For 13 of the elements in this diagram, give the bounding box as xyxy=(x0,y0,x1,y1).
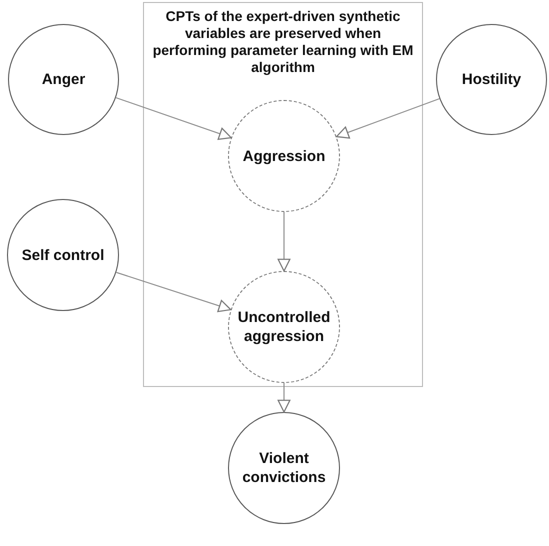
node-label: Aggression xyxy=(242,146,326,166)
group-heading: CPTs of the expert-driven synthetic variables are preserved when performing parameter learning with EM algorithm xyxy=(152,8,414,76)
node-label: Uncontrolled aggression xyxy=(236,308,332,346)
node-label: Anger xyxy=(42,70,86,89)
arrow xyxy=(336,98,440,139)
arrow xyxy=(278,382,290,413)
node-label: Violent convictions xyxy=(241,449,327,487)
arrow xyxy=(278,212,290,272)
arrow xyxy=(115,97,232,140)
group-box xyxy=(143,2,423,387)
arrow xyxy=(116,272,232,312)
node-label: Hostility xyxy=(462,70,522,89)
node-label: Self control xyxy=(22,246,104,264)
